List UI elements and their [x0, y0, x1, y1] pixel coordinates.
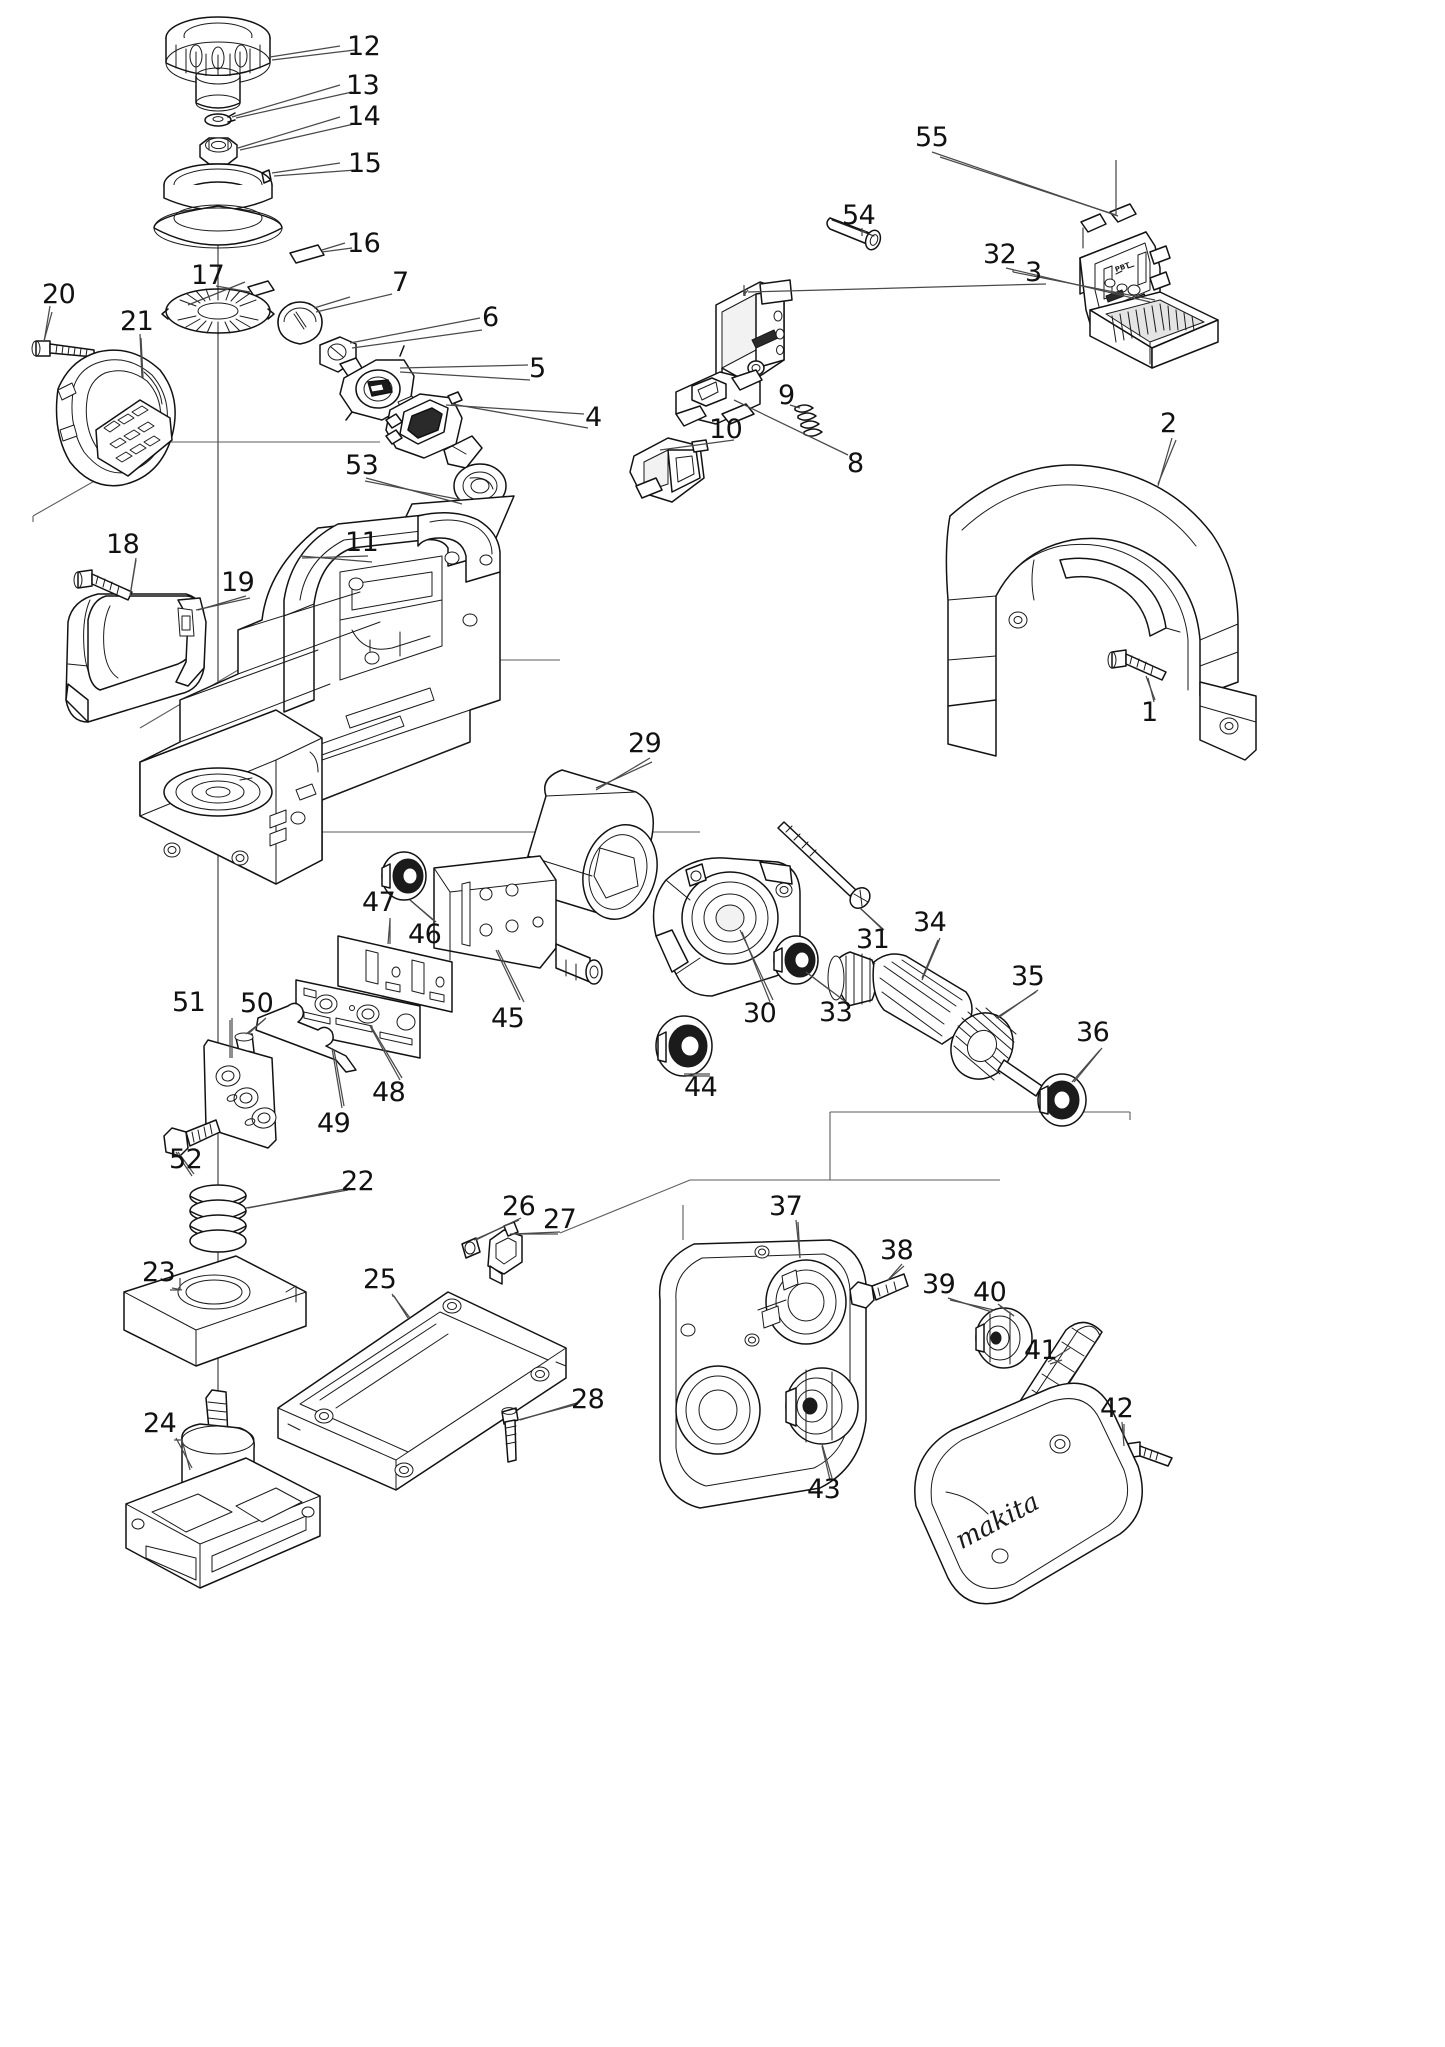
part-key-plate-16: [289, 244, 325, 264]
part-lock-off-button: [629, 437, 709, 503]
callout-spring-clip: 49: [317, 1108, 351, 1139]
callout-blade-drum: 45: [491, 1003, 525, 1034]
callout-sleeve: 54: [842, 200, 876, 231]
callout-terminal-block: 4: [585, 402, 603, 433]
part-lamp-bracket: [319, 336, 363, 377]
part-handle-housing: [945, 464, 1257, 761]
callout-tapping-screw-housing: 18: [106, 529, 140, 560]
callout-armature: 34: [913, 907, 947, 938]
callout-lock-off-button: 10: [709, 414, 743, 445]
part-front-base-plate: [123, 1255, 307, 1367]
callout-drum-cover-plate: 48: [372, 1077, 406, 1108]
part-long-bolt: [777, 821, 871, 909]
callout-pan-head-screw: 20: [42, 279, 76, 310]
callout-name-plate: 53: [345, 450, 379, 481]
callout-depth-adjust-knob: 12: [347, 31, 381, 62]
callout-hex-nut: 14: [347, 101, 381, 132]
part-rear-base-plate: [277, 1291, 567, 1491]
callout-machine-screw: 28: [571, 1384, 605, 1415]
part-chip-cover: [65, 593, 207, 723]
callout-ball-bearing-626: 36: [1076, 1017, 1110, 1048]
callout-handle-housing: 2: [1160, 408, 1178, 439]
part-motor-housing: [139, 512, 501, 885]
part-drum-assembly: [525, 769, 658, 920]
part-knob-base: [153, 163, 283, 249]
part-blade-drum: [433, 855, 603, 985]
callout-compression-spring: 9: [778, 380, 796, 411]
part-hex-head-bolt-52: [163, 1119, 221, 1157]
callout-controller-holder: 55: [915, 122, 949, 153]
callout-lens-cap: 7: [392, 267, 410, 298]
callout-hex-bolt: 38: [880, 1235, 914, 1266]
part-ball-bearing-44: [655, 1015, 713, 1077]
part-hex-nut: [199, 137, 238, 165]
callout-front-base-plate: 23: [142, 1257, 176, 1288]
part-machine-screw-28: [501, 1407, 519, 1463]
callout-switch-unit: 3: [1025, 257, 1043, 288]
callout-retaining-ring: 13: [346, 70, 380, 101]
callout-long-bolt: 31: [856, 924, 890, 955]
callout-set-pin: 50: [240, 988, 274, 1019]
callout-motor-housing: 11: [345, 527, 379, 558]
callout-belt-housing: 37: [769, 1191, 803, 1222]
callout-stopper: 27: [543, 1204, 577, 1235]
part-lens-cap: [277, 301, 323, 345]
part-depth-adjust-knob: [165, 16, 271, 112]
callout-driven-pulley: 43: [807, 1474, 841, 1505]
part-gear-housing: [652, 857, 801, 997]
part-belt-cover-branded: makita: [914, 1382, 1143, 1605]
callout-front-base-assembly: 24: [143, 1408, 177, 1439]
part-washer-26: [461, 1237, 481, 1259]
part-driven-pulley: [785, 1367, 859, 1445]
callout-steel-ball-pin: 16: [347, 228, 381, 259]
part-bevel-gear: [161, 280, 275, 335]
part-hex-bolt-38: [849, 1273, 909, 1309]
callout-compression-spring-base: 22: [341, 1166, 375, 1197]
part-switch-unit: [715, 279, 793, 391]
callout-chip-cover: 19: [221, 567, 255, 598]
callout-ball-bearing-608: 33: [819, 997, 853, 1028]
callout-rear-cover: 21: [120, 306, 154, 337]
part-armature: [827, 951, 1087, 1127]
callout-lamp-bracket: 6: [482, 302, 500, 333]
callout-cover-screw: 42: [1100, 1393, 1134, 1424]
part-dust-bag-adapter: [1089, 291, 1219, 369]
part-sleeve: [826, 217, 882, 251]
part-base-spring: [189, 1184, 247, 1253]
callout-hex-head-bolt: 52: [169, 1144, 203, 1175]
callout-drive-belt: 41: [1024, 1335, 1058, 1366]
leader-lines: [43, 49, 1173, 1481]
callout-bevel-gear: 17: [191, 260, 225, 291]
callout-dust-bag-adapter: 32: [983, 239, 1017, 270]
callout-ball-bearing-6001: 44: [684, 1072, 718, 1103]
part-tapping-screw-1: [1107, 649, 1167, 681]
callout-fan: 35: [1011, 961, 1045, 992]
callout-planer-blade: 51: [172, 987, 206, 1018]
callout-ball-bearing-small: 46: [408, 919, 442, 950]
part-retaining-ring: [204, 112, 236, 127]
part-drive-pulley: [975, 1307, 1033, 1369]
part-front-base-assembly: [125, 1389, 321, 1589]
callout-switch-lever: 8: [847, 448, 865, 479]
part-ball-bearing-46: [381, 851, 427, 901]
callout-knob-base: 15: [348, 148, 382, 179]
part-switch-lever: [675, 369, 763, 427]
part-blade-set-plate: [337, 935, 453, 1013]
part-pan-head-screw-20: [31, 340, 95, 358]
callout-gear-housing: 30: [743, 998, 777, 1029]
part-spring-clip: [255, 1002, 357, 1073]
part-tapping-screw-18: [73, 569, 133, 601]
part-stopper: [487, 1221, 523, 1285]
callout-drum-assembly: 29: [628, 728, 662, 759]
callout-drive-pulley: 39: [922, 1269, 956, 1300]
callout-blade-set-plate: 47: [362, 887, 396, 918]
callout-tapping-screw: 1: [1141, 697, 1159, 728]
part-rear-cover: [55, 349, 176, 487]
callout-lamp-holder: 5: [529, 353, 547, 384]
callout-pulley-flange: 40: [973, 1277, 1007, 1308]
callout-rear-base-plate: 25: [363, 1264, 397, 1295]
callout-washer: 26: [502, 1191, 536, 1222]
